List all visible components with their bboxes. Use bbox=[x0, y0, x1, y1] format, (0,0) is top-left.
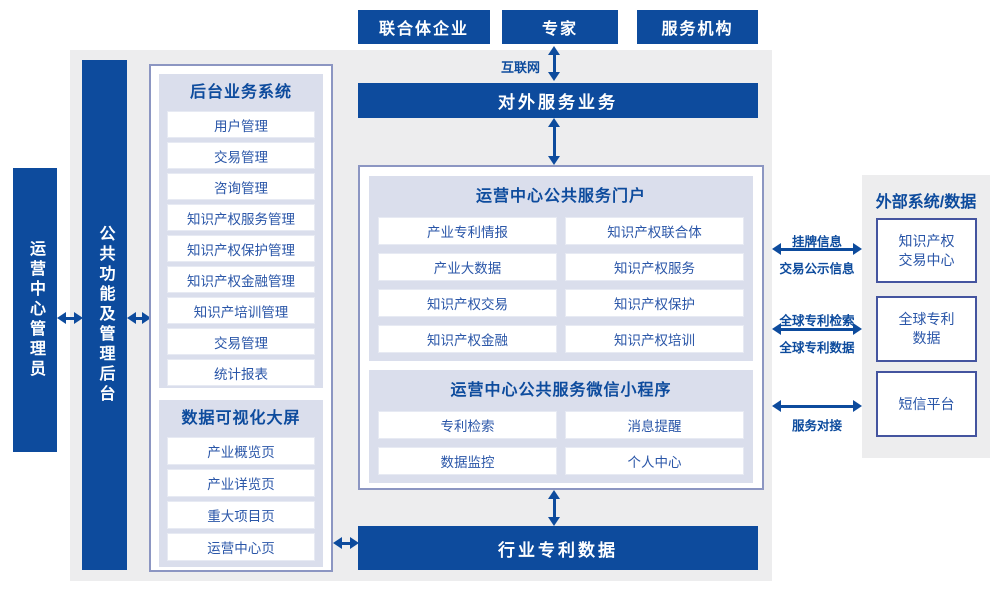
backend-item: 知识产权服务管理 bbox=[167, 204, 315, 231]
ext-box-line: 全球专利 bbox=[898, 311, 955, 327]
ext-box-line: 数据 bbox=[912, 330, 941, 346]
backend-item: 知识产培训管理 bbox=[167, 297, 315, 324]
ext-box-line: 短信平台 bbox=[898, 395, 955, 412]
visualization-item: 产业概览页 bbox=[167, 437, 315, 465]
backend-item: 统计报表 bbox=[167, 359, 315, 386]
backend-item: 交易管理 bbox=[167, 328, 315, 355]
connection-arrow-ip-trading bbox=[772, 243, 862, 255]
connection-label-global-patent-data: 全球专利数据 bbox=[779, 341, 855, 355]
left-panel: 后台业务系统 用户管理 交易管理 咨询管理 知识产权服务管理 知识产权保护管理 … bbox=[149, 64, 333, 572]
portal-title: 运营中心公共服务门户 bbox=[475, 188, 646, 205]
portal-section: 运营中心公共服务门户 产业专利情报 知识产权联合体 产业大数据 知识产权服务 知… bbox=[369, 176, 753, 361]
backend-item: 知识产权金融管理 bbox=[167, 266, 315, 293]
portal-item: 知识产权服务 bbox=[565, 253, 744, 281]
arrow-admin-to-backend bbox=[57, 312, 83, 324]
external-systems-panel: 外部系统/数据 知识产权 交易中心 全球专利 数据 短信平台 bbox=[862, 175, 990, 458]
miniprogram-item: 专利检索 bbox=[378, 411, 557, 439]
connection-label-trade-publicity: 交易公示信息 bbox=[779, 262, 855, 276]
node-service-institutions: 服务机构 bbox=[637, 10, 758, 44]
arrow-external-to-portal bbox=[548, 118, 560, 165]
backend-item: 咨询管理 bbox=[167, 173, 315, 200]
connection-label-service-docking: 服务对接 bbox=[791, 419, 842, 433]
miniprogram-item: 个人中心 bbox=[565, 447, 744, 475]
portal-item: 知识产权交易 bbox=[378, 289, 557, 317]
portal-item: 知识产权培训 bbox=[565, 325, 744, 353]
portal-item: 知识产权金融 bbox=[378, 325, 557, 353]
arrow-panel-to-industry-data bbox=[548, 490, 560, 526]
arrow-visualization-to-industry-data bbox=[333, 537, 359, 549]
backend-system-title: 后台业务系统 bbox=[189, 84, 292, 101]
miniprogram-section: 运营中心公共服务微信小程序 专利检索 消息提醒 数据监控 个人中心 bbox=[369, 370, 753, 483]
ext-box-line: 知识产权 bbox=[898, 232, 955, 249]
connection-label-global-patent-search: 全球专利检索 bbox=[779, 314, 855, 328]
industry-data-bar: 行业专利数据 bbox=[358, 526, 758, 570]
backend-item: 交易管理 bbox=[167, 142, 315, 169]
public-backend-bar: 公共功能及管理后台 bbox=[82, 60, 127, 570]
node-experts: 专家 bbox=[502, 10, 618, 44]
ext-box-sms-platform: 短信平台 bbox=[876, 371, 977, 437]
node-consortium-enterprises: 联合体企业 bbox=[358, 10, 490, 44]
backend-item: 用户管理 bbox=[167, 111, 315, 138]
portal-item: 知识产权保护 bbox=[565, 289, 744, 317]
public-backend-label: 公共功能及管理后台 bbox=[96, 225, 114, 405]
ext-box-line: 交易中心 bbox=[898, 251, 955, 268]
external-service-bar: 对外服务业务 bbox=[358, 83, 758, 118]
miniprogram-title: 运营中心公共服务微信小程序 bbox=[450, 382, 672, 399]
connection-arrow-sms bbox=[772, 400, 862, 412]
portal-item: 产业大数据 bbox=[378, 253, 557, 281]
internet-link-arrow bbox=[548, 46, 560, 81]
visualization-item: 运营中心页 bbox=[167, 533, 315, 561]
internet-label: 互联网 bbox=[500, 60, 540, 75]
visualization-item: 重大项目页 bbox=[167, 501, 315, 529]
data-visualization-section: 数据可视化大屏 产业概览页 产业详览页 重大项目页 运营中心页 bbox=[159, 400, 323, 567]
center-panel: 运营中心公共服务门户 产业专利情报 知识产权联合体 产业大数据 知识产权服务 知… bbox=[358, 165, 764, 490]
operation-admin-label: 运营中心管理员 bbox=[27, 240, 44, 380]
external-systems-title: 外部系统/数据 bbox=[875, 194, 977, 211]
operation-admin-bar: 运营中心管理员 bbox=[13, 168, 57, 452]
portal-item: 产业专利情报 bbox=[378, 217, 557, 245]
data-visualization-title: 数据可视化大屏 bbox=[181, 410, 301, 427]
backend-item: 知识产权保护管理 bbox=[167, 235, 315, 262]
connection-label-listing-info: 挂牌信息 bbox=[791, 235, 842, 249]
arrow-backend-to-left-panel bbox=[127, 312, 151, 324]
backend-system-section: 后台业务系统 用户管理 交易管理 咨询管理 知识产权服务管理 知识产权保护管理 … bbox=[159, 74, 323, 388]
ext-box-ip-trading-center: 知识产权 交易中心 bbox=[876, 218, 977, 283]
portal-item: 知识产权联合体 bbox=[565, 217, 744, 245]
connection-arrow-global-patent bbox=[772, 323, 862, 335]
miniprogram-item: 消息提醒 bbox=[565, 411, 744, 439]
visualization-item: 产业详览页 bbox=[167, 469, 315, 497]
ext-box-global-patent-data: 全球专利 数据 bbox=[876, 296, 977, 362]
miniprogram-item: 数据监控 bbox=[378, 447, 557, 475]
